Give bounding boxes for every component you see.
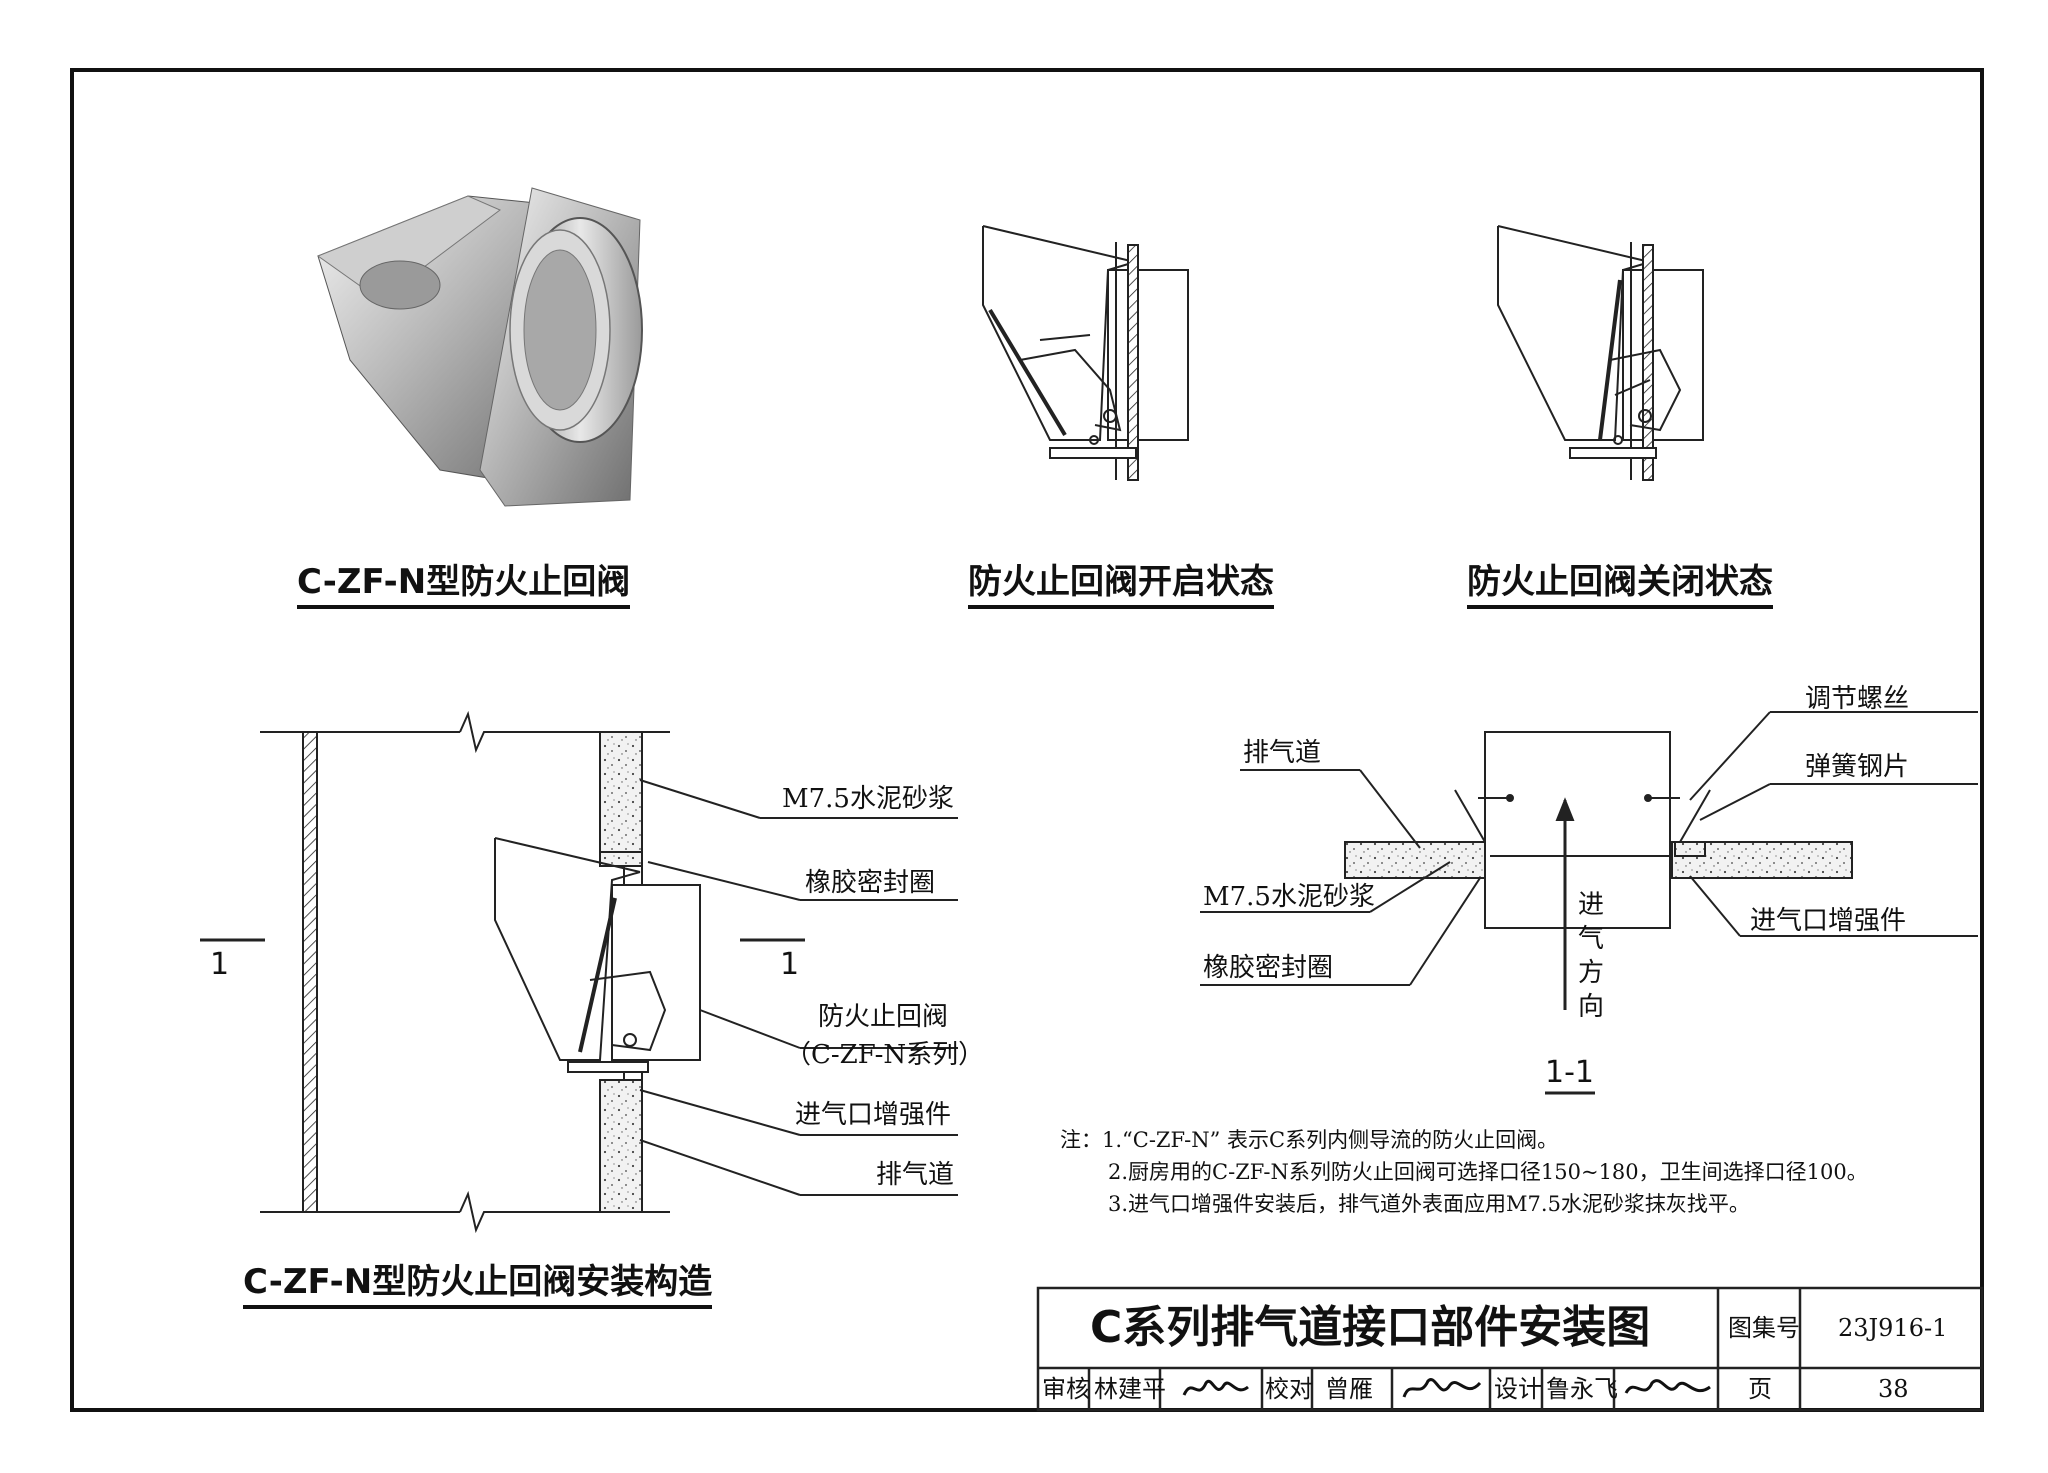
seal-label: 橡胶密封圈 bbox=[805, 868, 936, 898]
drawing-title: C系列排气道接口部件安装图 bbox=[1090, 1302, 1651, 1353]
review-label: 审核 bbox=[1042, 1375, 1090, 1403]
valve-photo bbox=[316, 187, 643, 507]
check-label: 校对 bbox=[1265, 1375, 1313, 1403]
valve-closed-state bbox=[1497, 225, 1704, 481]
closed-state-title: 防火止回阀关闭状态 bbox=[1467, 565, 1773, 609]
reinforce-label: 进气口增强件 bbox=[795, 1100, 952, 1130]
sheet-border bbox=[70, 68, 1984, 1412]
airflow-char-3: 方 bbox=[1578, 958, 1605, 988]
airflow-char-2: 气 bbox=[1578, 924, 1605, 954]
section-mark-right: 1 bbox=[780, 947, 800, 982]
reviewer-signature bbox=[1182, 1379, 1249, 1396]
page-number: 38 bbox=[1878, 1375, 1909, 1403]
duct-label: 排气道 bbox=[876, 1160, 955, 1190]
airflow-char-4: 向 bbox=[1578, 992, 1605, 1022]
section-duct-label: 排气道 bbox=[1243, 738, 1322, 768]
mortar-label: M7.5水泥砂浆 bbox=[782, 784, 954, 814]
reviewer-name: 林建平 bbox=[1094, 1375, 1166, 1403]
atlas-number: 23J916-1 bbox=[1838, 1314, 1948, 1342]
design-label: 设计 bbox=[1494, 1375, 1542, 1403]
install-elevation bbox=[200, 710, 958, 1234]
section-seal-label: 橡胶密封圈 bbox=[1203, 953, 1334, 983]
photo-title: C-ZF-N型防火止回阀 bbox=[297, 565, 631, 609]
note-3: 3.进气口增强件安装后，排气道外表面应用M7.5水泥砂浆抹灰找平。 bbox=[1108, 1192, 1750, 1216]
designer-name: 鲁永飞 bbox=[1546, 1375, 1618, 1403]
spring-label: 弹簧钢片 bbox=[1805, 752, 1910, 782]
checker-signature bbox=[1402, 1378, 1482, 1398]
section-title: 1-1 bbox=[1545, 1055, 1594, 1090]
screw-label: 调节螺丝 bbox=[1805, 684, 1910, 714]
airflow-char-1: 进 bbox=[1578, 890, 1605, 920]
atlas-label: 图集号 bbox=[1728, 1314, 1800, 1342]
checker-name: 曾雁 bbox=[1325, 1375, 1373, 1403]
note-2: 2.厨房用的C-ZF-N系列防火止回阀可选择口径150~180，卫生间选择口径1… bbox=[1108, 1160, 1868, 1184]
valve-label-line1: 防火止回阀 bbox=[818, 1002, 949, 1032]
valve-label-line2: （C-ZF-N系列） bbox=[785, 1040, 985, 1070]
title-block-frame bbox=[1036, 1286, 1984, 1412]
section-mortar-label: M7.5水泥砂浆 bbox=[1203, 882, 1375, 912]
section-mark-left: 1 bbox=[210, 947, 230, 982]
install-title: C-ZF-N型防火止回阀安装构造 bbox=[243, 1265, 713, 1309]
open-state-title: 防火止回阀开启状态 bbox=[968, 565, 1274, 609]
section-reinforce-label: 进气口增强件 bbox=[1750, 906, 1907, 936]
page-label: 页 bbox=[1748, 1375, 1772, 1403]
note-1: 注：1.“C-ZF-N” 表示C系列内侧导流的防火止回阀。 bbox=[1060, 1128, 1559, 1152]
designer-signature bbox=[1624, 1379, 1711, 1394]
valve-open-state bbox=[982, 225, 1189, 481]
section-1-1 bbox=[1200, 711, 1978, 1095]
